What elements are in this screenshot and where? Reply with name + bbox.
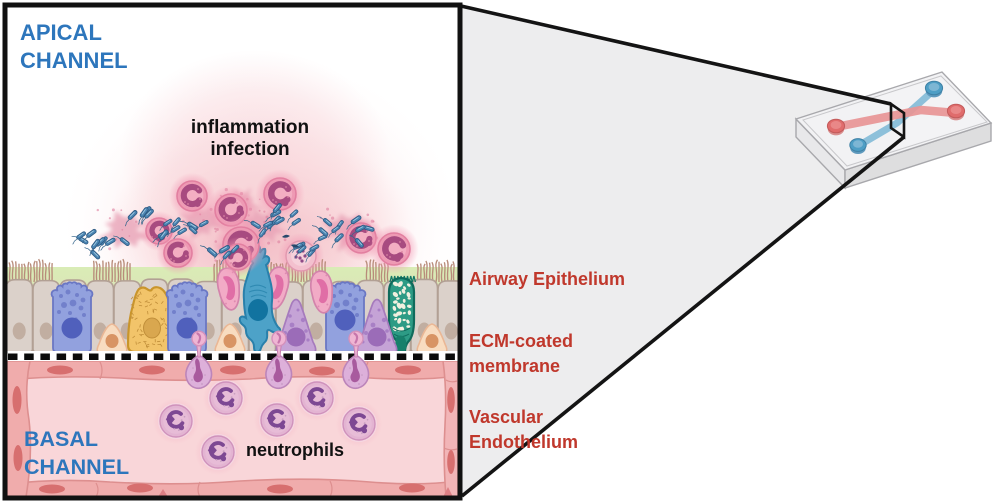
svg-text:BASAL: BASAL bbox=[24, 427, 98, 451]
svg-text:CHANNEL: CHANNEL bbox=[24, 455, 129, 479]
svg-text:APICAL: APICAL bbox=[20, 20, 102, 45]
svg-text:membrane: membrane bbox=[469, 356, 560, 376]
svg-text:ECM-coated: ECM-coated bbox=[469, 331, 573, 351]
svg-text:Vascular: Vascular bbox=[469, 407, 543, 427]
svg-text:Endothelium: Endothelium bbox=[469, 432, 578, 452]
svg-text:inflammation: inflammation bbox=[191, 117, 309, 138]
svg-text:neutrophils: neutrophils bbox=[246, 440, 344, 460]
svg-text:CHANNEL: CHANNEL bbox=[20, 48, 128, 73]
svg-text:Airway Epithelium: Airway Epithelium bbox=[469, 269, 625, 289]
svg-text:infection: infection bbox=[210, 139, 289, 160]
